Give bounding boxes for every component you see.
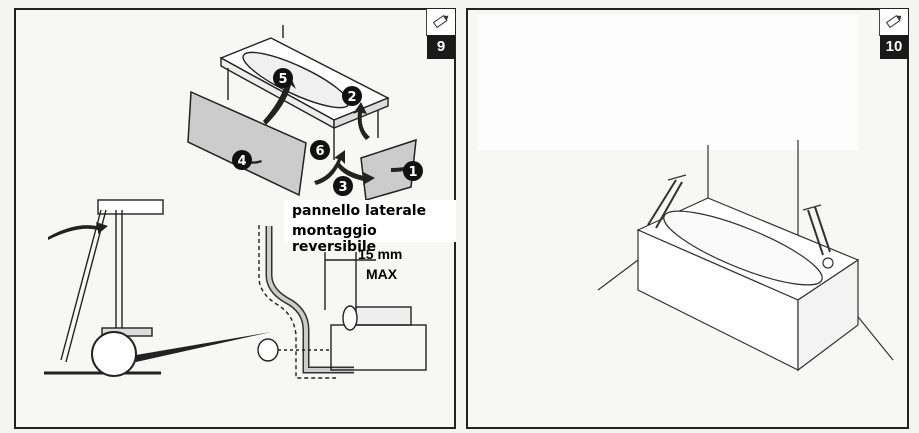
step-10-panel: 10: [466, 8, 909, 429]
svg-text:4: 4: [237, 154, 246, 169]
svg-text:3: 3: [338, 180, 347, 195]
bathtub-panel-assembly-diagram: 1 2 3 4 5 6: [44, 25, 427, 379]
long-side-panel: [187, 90, 307, 197]
step-marker-5: 5: [273, 68, 293, 88]
dimension-limit: MAX: [366, 266, 398, 282]
svg-text:6: 6: [315, 144, 324, 159]
step-marker-4: 4: [232, 150, 252, 170]
step-marker-1: 1: [403, 161, 423, 181]
caption-line-2: montaggio reversibile: [292, 223, 377, 255]
step-marker-3: 3: [333, 176, 353, 196]
caption-line-1: pannello laterale: [292, 203, 427, 219]
svg-text:5: 5: [278, 72, 287, 87]
blank-area: [478, 15, 858, 150]
svg-text:2: 2: [347, 90, 356, 105]
step-marker-2: 2: [342, 86, 362, 106]
short-side-panel: [360, 138, 417, 201]
installed-bathtub-diagram: [597, 140, 894, 372]
step-number-badge: 10: [880, 35, 908, 59]
svg-text:1: 1: [408, 165, 417, 180]
step-markers: 1 2 3 4 5 6: [232, 68, 423, 196]
pencil-tab: [879, 9, 908, 36]
leg-detail-illustration: [44, 199, 271, 377]
pencil-icon: [885, 14, 902, 29]
pencil-tab: [426, 9, 455, 36]
clip-detail-illustration: [257, 225, 427, 379]
step-9-panel: 1 2 3 4 5 6: [14, 8, 456, 429]
dimension-value: 15 mm: [358, 246, 403, 262]
caption-background: [284, 200, 456, 242]
step-number-badge: 9: [427, 35, 455, 59]
step-marker-6: 6: [310, 140, 330, 160]
pencil-icon: [432, 14, 449, 29]
